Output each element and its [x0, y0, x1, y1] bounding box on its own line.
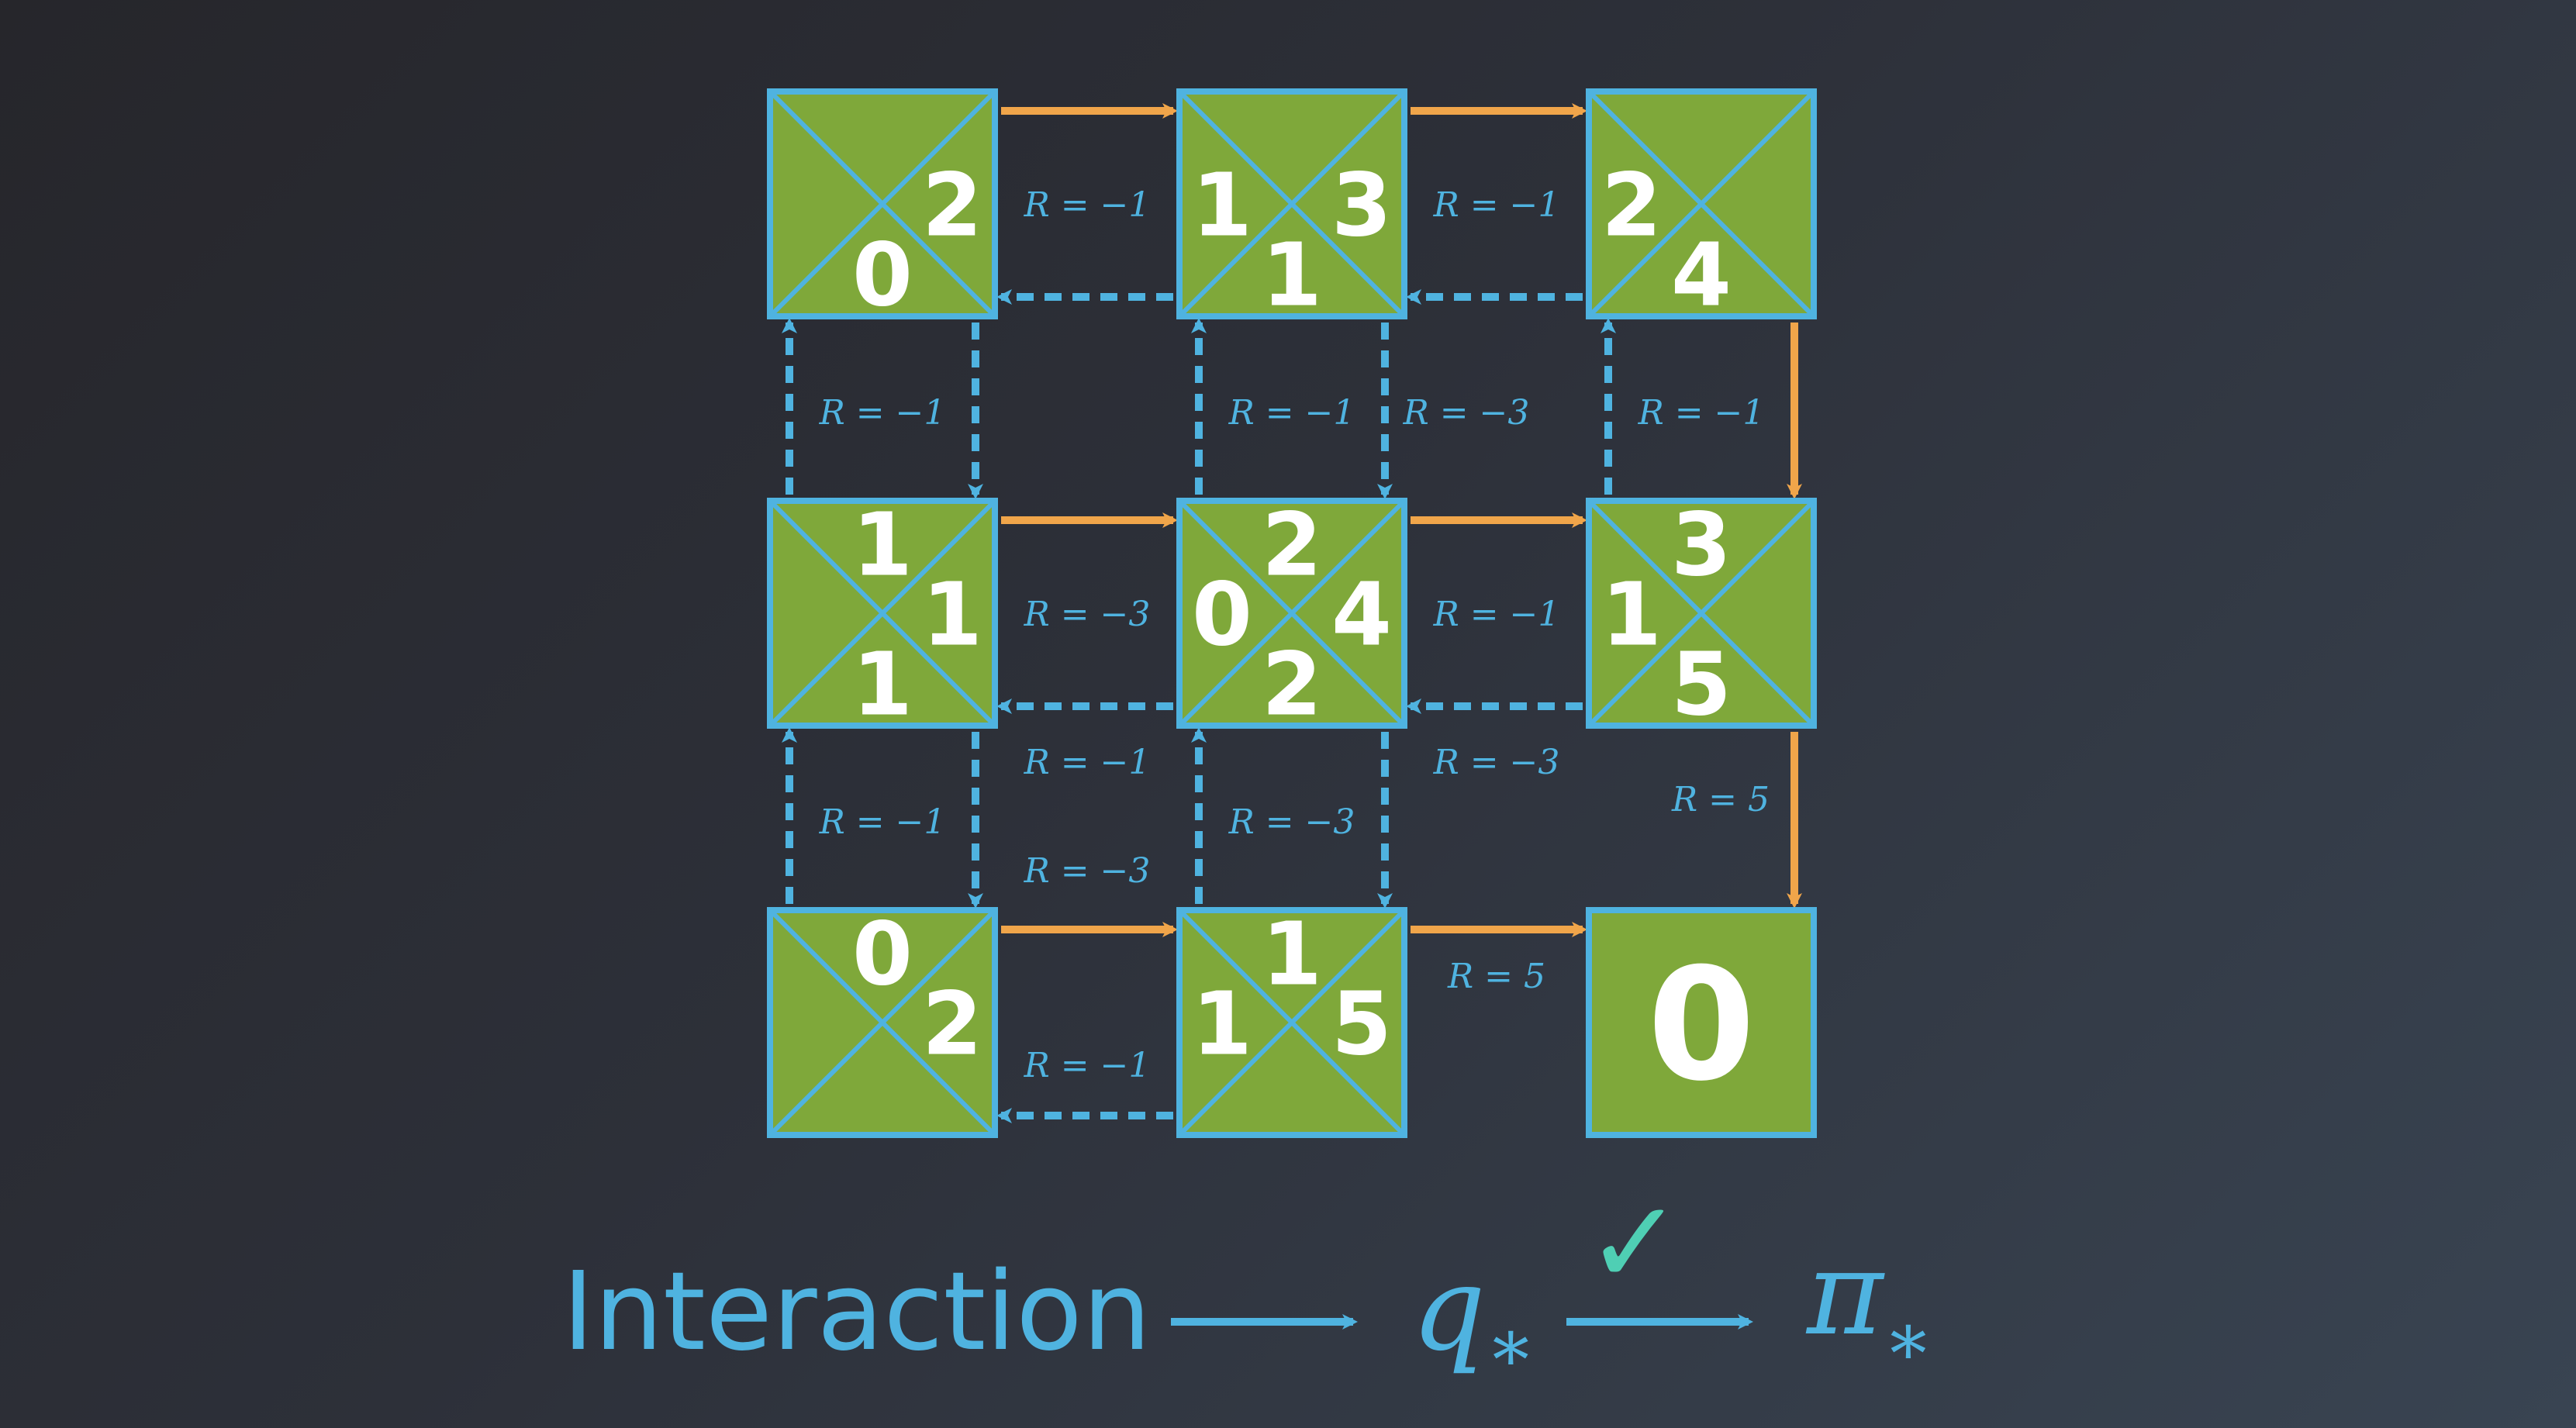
- grid-cell: 151: [1176, 904, 1407, 1138]
- cell-square: [1586, 907, 1817, 1138]
- q-value-up: 3: [1671, 495, 1732, 595]
- q-value-down: 0: [852, 225, 913, 326]
- q-symbol: q: [1411, 1242, 1486, 1377]
- grid-cell: 02: [767, 904, 998, 1138]
- cell-diagonal: [1587, 89, 1816, 319]
- pi-symbol: π: [1805, 1226, 1885, 1361]
- reward-label: R = −3: [1403, 393, 1530, 433]
- cell-diagonal: [768, 498, 997, 728]
- reward-label: R = 5: [1447, 957, 1545, 996]
- cell-diagonal: [1177, 498, 1407, 728]
- q-value-up: 2: [1262, 495, 1322, 595]
- q-value-up: 1: [1262, 904, 1322, 1005]
- q-value-left: 1: [1192, 974, 1252, 1074]
- reward-label: R = −1: [819, 393, 946, 433]
- reward-label: R = 5: [1671, 780, 1770, 819]
- q-value-right: 3: [1331, 155, 1392, 256]
- reward-label: R = −3: [1024, 595, 1151, 634]
- q-value-left: 2: [1601, 155, 1662, 256]
- q-value-down: 1: [852, 634, 913, 735]
- terminal-value: 0: [1647, 935, 1755, 1116]
- q-value-right: 2: [922, 155, 982, 256]
- cell-diagonal: [1177, 89, 1407, 319]
- q-value-right: 1: [922, 564, 982, 665]
- q-value-down: 4: [1671, 225, 1732, 326]
- reward-label: R = −1: [1228, 393, 1355, 433]
- q-value-right: 4: [1331, 564, 1392, 665]
- q-value-left: 1: [1601, 564, 1662, 665]
- reward-label: R = −3: [1024, 851, 1151, 891]
- pi-star-symbol: π∗: [1805, 1226, 1933, 1382]
- q-subscript: ∗: [1486, 1303, 1536, 1388]
- reward-label: R = −1: [1024, 185, 1151, 225]
- cell-diagonal: [768, 908, 997, 1137]
- grid-cell: 20: [767, 88, 998, 326]
- q-value-up: 1: [852, 495, 913, 595]
- q-value-left: 1: [1192, 155, 1252, 256]
- grid-cell: 42: [1586, 88, 1817, 326]
- cell-diagonal: [1587, 498, 1816, 728]
- reward-label: R = −3: [1228, 802, 1355, 842]
- reward-label: R = −1: [1433, 185, 1560, 225]
- interaction-label: Interaction: [562, 1249, 1152, 1375]
- grid-cell: 3 51: [1586, 495, 1817, 735]
- grid-cell: 311: [1176, 88, 1407, 326]
- reward-label: R = −3: [1433, 743, 1560, 782]
- q-value-down: 1: [1262, 225, 1322, 326]
- reward-labels: R = −1 R = −1 R = −1 R = −1 R = −3 R = −1 R = …: [819, 185, 1770, 1085]
- terminal-cell: 0: [1586, 907, 1817, 1138]
- q-value-down: 2: [1262, 634, 1322, 735]
- reward-label: R = −1: [1433, 595, 1560, 634]
- grid-cell: 111: [767, 495, 998, 735]
- cell-diagonal: [768, 89, 997, 319]
- q-value-up: 0: [852, 904, 913, 1005]
- reward-label: R = −1: [1638, 393, 1765, 433]
- transition-arrows: [782, 103, 1802, 1123]
- q-value-right: 5: [1331, 974, 1392, 1074]
- q-star-symbol: q∗: [1411, 1242, 1536, 1388]
- bottom-formula: Interaction q∗ ✓ π∗: [562, 1176, 1933, 1388]
- reward-label: R = −1: [819, 802, 946, 842]
- pi-subscript: ∗: [1884, 1297, 1934, 1382]
- q-value-right: 2: [922, 974, 982, 1074]
- q-value-down: 5: [1671, 634, 1732, 735]
- cell-diagonal: [1177, 908, 1407, 1137]
- reward-label: R = −1: [1024, 743, 1151, 782]
- checkmark-icon: ✓: [1586, 1176, 1683, 1311]
- q-value-left: 0: [1192, 564, 1252, 665]
- reward-label: R = −1: [1024, 1046, 1151, 1085]
